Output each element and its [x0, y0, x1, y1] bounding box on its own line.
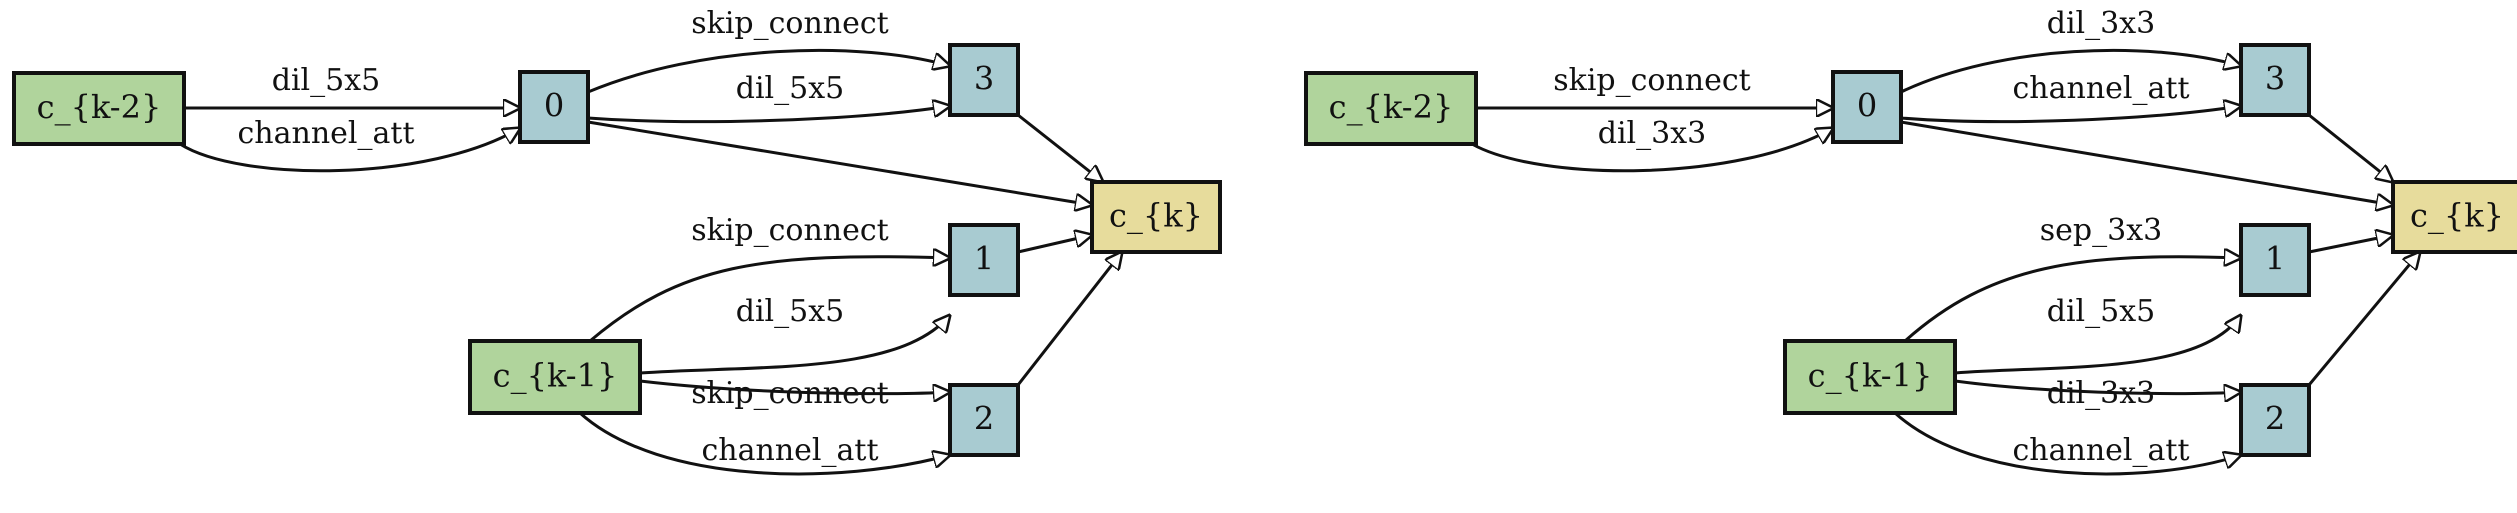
node-label: 3	[2265, 60, 2285, 98]
edge-label: channel_att	[2013, 433, 2190, 468]
edge-n3-to-ck	[2308, 113, 2393, 182]
edge-label: dil_5x5	[736, 71, 845, 106]
node-n2: 2	[2239, 383, 2311, 457]
edge-label: sep_3x3	[2040, 213, 2162, 248]
edge-ck1-to-n1	[1954, 315, 2241, 375]
node-box	[518, 70, 590, 144]
edge-label: dil_5x5	[736, 294, 845, 329]
node-ck: c_{k}	[1090, 180, 1222, 254]
node-ck: c_{k}	[2391, 180, 2517, 254]
edge-label: channel_att	[702, 433, 879, 468]
edge-ck1-to-n2	[639, 379, 950, 394]
node-label: 3	[974, 60, 994, 98]
edge-ck1-to-n1	[639, 315, 950, 375]
node-ck1: c_{k-1}	[468, 339, 642, 415]
edge-n0-to-n3	[587, 48, 950, 94]
node-box	[948, 383, 1020, 457]
node-label: c_{k-2}	[37, 88, 162, 126]
node-box	[1304, 71, 1478, 146]
cell-diagram-left: dil_5x5channel_attskip_connectdil_5x5ski…	[12, 6, 1222, 476]
edge-ck2-to-n0	[1471, 128, 1833, 173]
node-n0: 0	[1831, 70, 1903, 144]
node-n2: 2	[948, 383, 1020, 457]
node-label: c_{k}	[1109, 197, 1203, 235]
node-n1: 1	[948, 223, 1020, 297]
node-label: c_{k-1}	[493, 357, 618, 395]
node-n3: 3	[948, 43, 1020, 117]
node-n3: 3	[2239, 43, 2311, 117]
edge-ck1-to-n2	[1954, 379, 2241, 394]
node-label: 1	[2265, 240, 2285, 278]
edge-label: dil_3x3	[2047, 6, 2156, 41]
node-box	[12, 71, 186, 146]
cell-diagram-right: skip_connectdil_3x3dil_3x3channel_attsep…	[1304, 6, 2517, 476]
edge-label: skip_connect	[691, 376, 889, 411]
edge-n1-to-ck	[2308, 235, 2393, 254]
node-label: 0	[544, 87, 564, 125]
node-ck2: c_{k-2}	[12, 71, 186, 146]
edge-ck1-to-n1	[1904, 257, 2241, 343]
edge-label: skip_connect	[691, 6, 889, 41]
edge-label: dil_3x3	[1598, 116, 1707, 151]
edge-label: channel_att	[2013, 71, 2190, 106]
edge-ck1-to-n2	[578, 411, 950, 476]
node-label: c_{k-2}	[1329, 88, 1454, 126]
edge-label: skip_connect	[1553, 63, 1751, 98]
edge-n0-to-ck	[1900, 120, 2393, 205]
edge-label: dil_3x3	[2047, 376, 2156, 411]
edge-label: dil_5x5	[272, 63, 381, 98]
edge-label: skip_connect	[691, 213, 889, 248]
edge-ck2-to-n0	[179, 128, 520, 173]
node-n1: 1	[2239, 223, 2311, 297]
edge-n0-to-ck	[587, 120, 1092, 205]
node-box	[1090, 180, 1222, 254]
edge-ck1-to-n1	[589, 257, 950, 343]
node-box	[1783, 339, 1957, 415]
node-box	[2391, 180, 2517, 254]
node-label: 0	[1857, 87, 1877, 125]
edge-n3-to-ck	[1017, 113, 1103, 182]
edge-n2-to-ck	[2307, 252, 2420, 386]
edge-label: channel_att	[238, 116, 415, 151]
node-label: 2	[2265, 400, 2285, 438]
node-box	[468, 339, 642, 415]
node-box	[948, 43, 1020, 117]
node-n0: 0	[518, 70, 590, 144]
node-box	[2239, 43, 2311, 117]
node-box	[1831, 70, 1903, 144]
node-label: c_{k}	[2410, 197, 2504, 235]
node-box	[2239, 223, 2311, 297]
edge-n2-to-ck	[1016, 252, 1122, 386]
node-ck1: c_{k-1}	[1783, 339, 1957, 415]
edge-n1-to-ck	[1017, 235, 1092, 254]
edge-n0-to-n3	[1900, 106, 2241, 124]
node-box	[2239, 383, 2311, 457]
node-label: c_{k-1}	[1808, 357, 1933, 395]
node-box	[948, 223, 1020, 297]
edge-n0-to-n3	[1900, 48, 2241, 94]
edge-label: dil_5x5	[2047, 294, 2156, 329]
node-label: 2	[974, 400, 994, 438]
node-label: 1	[974, 240, 994, 278]
edge-ck1-to-n2	[1893, 411, 2241, 476]
node-ck2: c_{k-2}	[1304, 71, 1478, 146]
edge-n0-to-n3	[587, 106, 950, 124]
